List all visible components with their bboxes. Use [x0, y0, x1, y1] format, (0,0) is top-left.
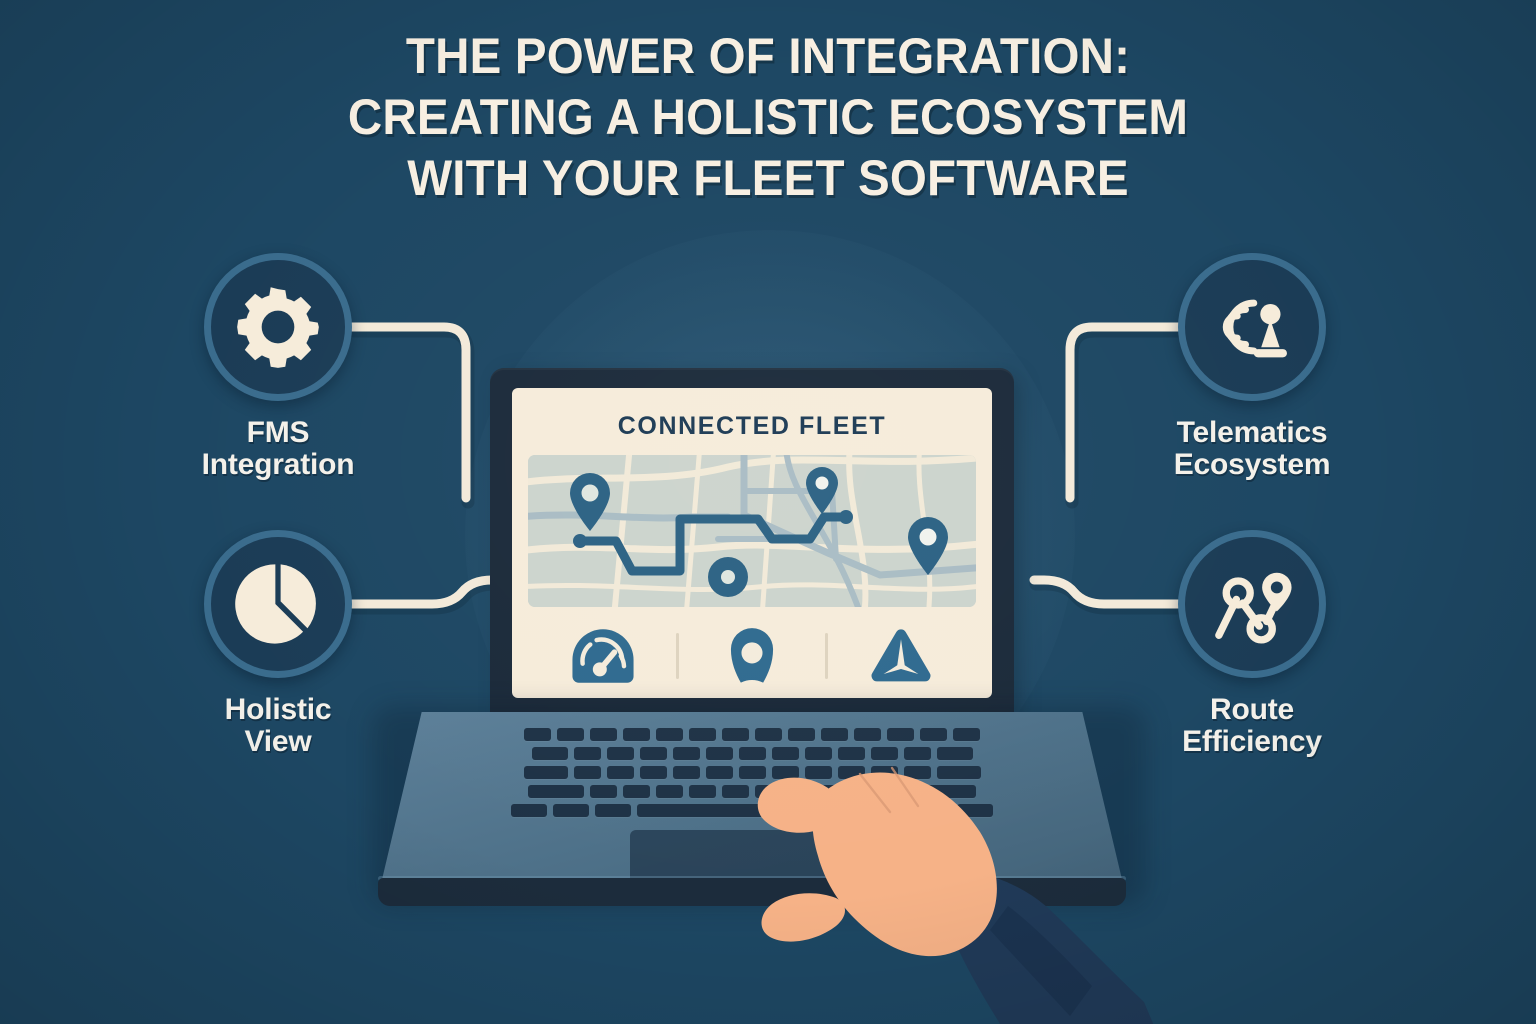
node-fms-label-line-1: FMS	[246, 416, 310, 449]
node-holistic-label: Holistic View	[188, 693, 368, 759]
node-holistic-disc	[204, 530, 352, 678]
keyboard-row	[466, 747, 1038, 760]
node-fms-label-line-2: Integration	[201, 448, 355, 482]
laptop-screen[interactable]: CONNECTED FLEET	[512, 388, 992, 698]
fleet-map[interactable]	[528, 455, 976, 607]
dashboard-divider-1	[676, 633, 679, 679]
node-fms-label: FMS Integration	[188, 416, 368, 482]
page-title: THE POWER OF INTEGRATION: CREATING A HOL…	[38, 26, 1497, 209]
gauge-icon	[572, 629, 634, 683]
dashboard-cell-driver[interactable]	[679, 628, 825, 684]
broadcast-tower-icon	[1222, 299, 1287, 358]
navigation-icon	[871, 629, 931, 682]
route-end-dot	[839, 510, 853, 524]
node-telematics-disc	[1178, 253, 1326, 401]
dashboard-cell-gauge[interactable]	[530, 628, 676, 684]
map-pin-north	[806, 467, 838, 514]
node-telematics-label: Telematics Ecosystem	[1162, 416, 1342, 482]
keyboard-row	[466, 728, 1038, 741]
node-telematics-label-line-1: Telematics	[1176, 416, 1328, 449]
node-telematics-label-line-2: Ecosystem	[1173, 448, 1331, 482]
node-route-disc	[1178, 530, 1326, 678]
title-line-1: THE POWER OF INTEGRATION:	[405, 28, 1131, 84]
sleeve-cuff	[990, 906, 1092, 1016]
route-start-dot	[573, 534, 587, 548]
node-telematics-ecosystem[interactable]: Telematics Ecosystem	[1162, 253, 1342, 482]
dashboard-cell-navigation[interactable]	[828, 628, 974, 684]
node-holistic-label-line-1: Holistic	[224, 693, 332, 726]
node-holistic-view[interactable]: Holistic View	[188, 530, 368, 759]
keyboard-row	[466, 766, 1038, 779]
knuckle-crease	[858, 772, 892, 814]
index-finger	[757, 777, 833, 833]
screen-heading: CONNECTED FLEET	[617, 412, 887, 440]
route-polyline	[575, 512, 851, 576]
node-fms-disc	[204, 253, 352, 401]
palm	[812, 772, 997, 957]
hand-illustration	[757, 766, 1154, 1024]
driver-icon	[730, 628, 774, 683]
node-fms-integration[interactable]: FMS Integration	[188, 253, 368, 482]
map-node-south	[708, 557, 748, 597]
node-route-label: Route Efficiency	[1162, 693, 1342, 759]
pie-chart-icon	[235, 564, 316, 644]
map-pin-west	[570, 473, 610, 531]
dashboard-icon-row	[530, 619, 974, 693]
title-line-3: WITH YOUR FLEET SOFTWARE	[407, 150, 1129, 206]
knuckle-crease	[890, 766, 920, 808]
laptop-lid: CONNECTED FLEET	[490, 368, 1014, 718]
node-holistic-label-line-2: View	[244, 725, 312, 759]
node-route-efficiency[interactable]: Route Efficiency	[1162, 530, 1342, 759]
node-route-label-line-2: Efficiency	[1182, 725, 1322, 759]
gear-icon	[237, 287, 319, 368]
dashboard-divider-2	[825, 633, 828, 679]
thumb	[761, 893, 845, 942]
node-route-label-line-1: Route	[1210, 693, 1294, 726]
route-path-icon	[1215, 572, 1292, 644]
map-pin-east	[908, 517, 948, 575]
title-line-2: CREATING A HOLISTIC ECOSYSTEM	[347, 89, 1189, 145]
